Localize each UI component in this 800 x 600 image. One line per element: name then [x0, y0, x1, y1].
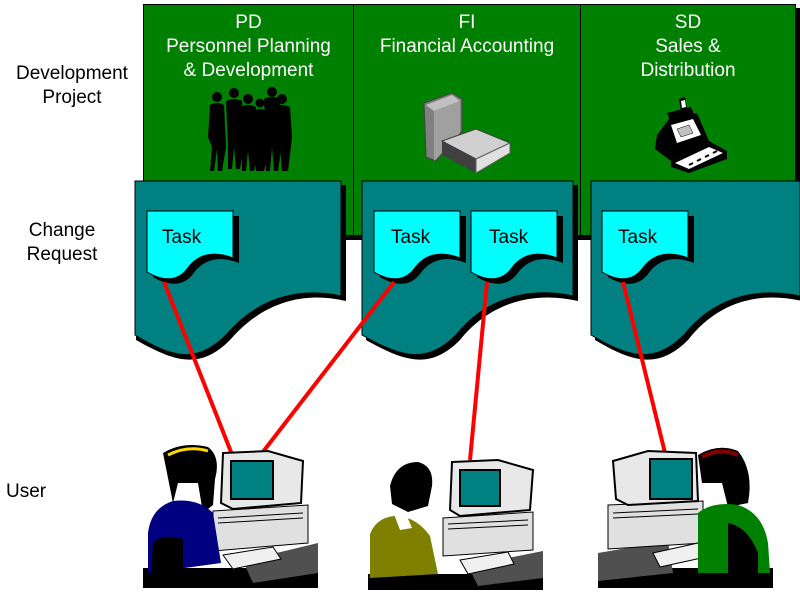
task-shape-1[interactable] — [146, 210, 239, 284]
project-title: PD Personnel Planning & Development — [144, 11, 353, 83]
task-shape-2[interactable] — [373, 210, 466, 284]
row-label-change-request: Change Request — [0, 219, 124, 267]
row-label-user: User — [6, 481, 47, 502]
task-shape-4[interactable] — [601, 210, 694, 284]
task-shape-3[interactable] — [470, 210, 563, 284]
user-at-computer-icon[interactable] — [143, 443, 318, 588]
task-label: Task — [391, 227, 431, 248]
task-label: Task — [618, 227, 658, 248]
task-label: Task — [489, 227, 529, 248]
project-title: FI Financial Accounting — [354, 11, 580, 59]
project-code: FI — [458, 12, 476, 33]
row-label-line: Change — [28, 220, 96, 241]
task-label: Task — [162, 227, 202, 248]
project-name: Financial Accounting — [379, 36, 555, 57]
project-name: Sales & — [655, 36, 721, 57]
link-line — [621, 281, 668, 458]
books-icon — [423, 92, 512, 174]
row-label-development-project: Development Project — [8, 62, 136, 110]
user-at-computer-icon[interactable] — [598, 443, 773, 588]
project-name: Distribution — [640, 60, 736, 81]
project-code: SD — [674, 12, 702, 33]
project-name: Personnel Planning — [166, 36, 331, 57]
cash-register-icon — [655, 97, 727, 173]
project-code: PD — [235, 12, 262, 33]
row-label-line: Request — [26, 244, 98, 265]
row-label-line: Project — [42, 87, 102, 108]
row-label-line: Development — [16, 63, 128, 84]
user-at-computer-icon[interactable] — [368, 456, 543, 590]
link-line — [162, 281, 235, 458]
project-name: & Development — [183, 60, 314, 81]
link-line — [257, 280, 396, 459]
project-title: SD Sales & Distribution — [581, 11, 795, 83]
link-line — [468, 281, 489, 461]
people-group-icon — [208, 87, 292, 171]
